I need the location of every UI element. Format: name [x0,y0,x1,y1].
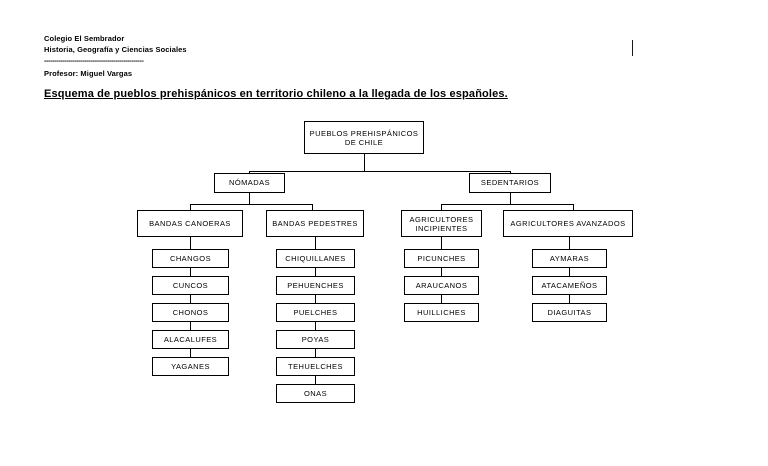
page-title: Esquema de pueblos prehispánicos en terr… [44,88,508,100]
leaf-incipientes-1-label: ARAUCANOS [415,280,468,290]
connector-sedentarios-trunk [510,193,511,204]
leaf-avanzados-0: AYMARAS [532,249,607,268]
leaf-canoeras-4-label: YAGANES [171,361,210,371]
node-agricultores-incipientes-label-line2: INCIPIENTES [415,223,468,233]
connector-avanzados-1 [569,268,570,276]
node-root: PUEBLOS PREHISPÁNICOS DE CHILE [304,121,424,154]
leaf-pedestres-2: PUELCHES [276,303,355,322]
leaf-pedestres-3-label: POYAS [301,334,330,344]
leaf-avanzados-1: ATACAMEÑOS [532,276,607,295]
node-root-label-line2: DE CHILE [344,137,384,147]
leaf-incipientes-2-label: HUILLICHES [417,307,466,317]
node-nomadas: NÓMADAS [214,173,285,193]
node-agricultores-avanzados: AGRICULTORES AVANZADOS [503,210,633,237]
connector-sedentarios-bus [441,204,573,205]
node-bandas-canoeras-label: BANDAS CANOERAS [149,218,231,228]
leaf-incipientes-2: HUILLICHES [404,303,479,322]
connector-drop-bandas-pedestres [312,204,313,211]
leaf-incipientes-1: ARAUCANOS [404,276,479,295]
leaf-canoeras-2-label: CHONOS [172,307,209,317]
leaf-canoeras-2: CHONOS [152,303,229,322]
leaf-avanzados-2-label: DIAGUITAS [547,307,592,317]
connector-nomadas-bus [190,204,312,205]
node-agricultores-incipientes-label-line1: AGRICULTORES [409,214,474,224]
connector-pedestres-4 [315,349,316,357]
connector-level2-bus [249,171,510,172]
node-agricultores-incipientes: AGRICULTORES INCIPIENTES [401,210,482,237]
connector-incipientes-1 [441,268,442,276]
document-header: Colegio El Sembrador Historia, Geografía… [44,34,224,80]
connector-pedestres-5 [315,376,316,384]
connector-pedestres-0 [315,237,316,249]
leaf-pedestres-0: CHIQUILLANES [276,249,355,268]
leaf-incipientes-0: PICUNCHES [404,249,479,268]
leaf-canoeras-0-label: CHANGOS [169,253,212,263]
connector-drop-agricultores-avanzados [573,204,574,211]
connector-pedestres-2 [315,295,316,303]
connector-drop-agricultores-incipientes [441,204,442,211]
connector-drop-bandas-canoeras [190,204,191,211]
connector-pedestres-1 [315,268,316,276]
leaf-canoeras-1: CUNCOS [152,276,229,295]
connector-canoeras-3 [190,322,191,330]
node-agricultores-avanzados-label: AGRICULTORES AVANZADOS [510,218,626,228]
connector-root-trunk [364,154,365,171]
leaf-pedestres-2-label: PUELCHES [293,307,338,317]
leaf-canoeras-3-label: ALACALUFES [163,334,218,344]
leaf-pedestres-3: POYAS [276,330,355,349]
node-sedentarios: SEDENTARIOS [469,173,551,193]
teacher-name: Profesor: Miguel Vargas [44,68,133,78]
connector-pedestres-3 [315,322,316,330]
school-name: Colegio El Sembrador [44,34,125,43]
header-divider: ----------------------------------------… [44,57,144,65]
connector-avanzados-2 [569,295,570,303]
leaf-avanzados-2: DIAGUITAS [532,303,607,322]
leaf-avanzados-1-label: ATACAMEÑOS [541,280,598,290]
connector-canoeras-0 [190,237,191,249]
leaf-canoeras-4: YAGANES [152,357,229,376]
connector-avanzados-0 [569,237,570,249]
connector-incipientes-0 [441,237,442,249]
leaf-pedestres-1-label: PEHUENCHES [287,280,344,290]
leaf-pedestres-1: PEHUENCHES [276,276,355,295]
leaf-pedestres-4-label: TEHUELCHES [288,361,343,371]
node-root-label-line1: PUEBLOS PREHISPÁNICOS [309,128,419,138]
node-bandas-pedestres-label: BANDAS PEDESTRES [272,218,358,228]
subject-name: Historia, Geografía y Ciencias Sociales [44,44,187,54]
node-bandas-pedestres: BANDAS PEDESTRES [266,210,364,237]
node-sedentarios-label: SEDENTARIOS [480,178,540,188]
node-bandas-canoeras: BANDAS CANOERAS [137,210,243,237]
leaf-incipientes-0-label: PICUNCHES [417,253,466,263]
node-nomadas-label: NÓMADAS [228,178,271,188]
leaf-canoeras-1-label: CUNCOS [172,280,209,290]
connector-canoeras-2 [190,295,191,303]
connector-nomadas-trunk [249,193,250,204]
leaf-pedestres-5-label: ONAS [303,388,328,398]
leaf-canoeras-0: CHANGOS [152,249,229,268]
leaf-canoeras-3: ALACALUFES [152,330,229,349]
leaf-pedestres-4: TEHUELCHES [276,357,355,376]
connector-canoeras-4 [190,349,191,357]
connector-canoeras-1 [190,268,191,276]
leaf-avanzados-0-label: AYMARAS [549,253,590,263]
leaf-pedestres-0-label: CHIQUILLANES [285,253,346,263]
connector-incipientes-2 [441,295,442,303]
text-cursor-caret [632,40,633,56]
leaf-pedestres-5: ONAS [276,384,355,403]
